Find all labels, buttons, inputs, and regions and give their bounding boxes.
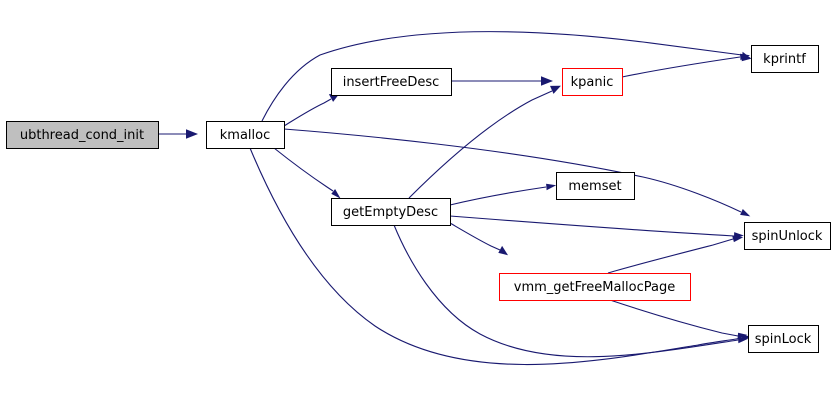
edge-getEmptyDesc-to-vmm_getFreeMallocPage: [449, 222, 508, 256]
node-box[interactable]: [556, 172, 635, 200]
edge-line: [609, 299, 739, 337]
node-box[interactable]: [748, 325, 819, 353]
edge-kmalloc-to-spinLock: [249, 147, 752, 366]
arrowhead-icon: [331, 189, 341, 199]
arrowhead-icon: [732, 235, 744, 243]
node-box[interactable]: [6, 121, 159, 149]
edge-line: [273, 147, 334, 192]
node-box[interactable]: [751, 45, 819, 73]
graph-node-vmm_getFreeMallocPage[interactable]: vmm_getFreeMallocPage: [499, 273, 691, 301]
node-label: getEmptyDesc: [343, 205, 438, 220]
arrowhead-icon: [541, 76, 553, 86]
edge-getEmptyDesc-to-kpanic: [408, 85, 561, 199]
node-box[interactable]: [331, 198, 451, 226]
edge-kpanic-to-kprintf: [621, 53, 751, 78]
edge-line: [449, 186, 547, 206]
edge-kmalloc-to-insertFreeDesc: [283, 93, 340, 127]
arrowhead-icon: [498, 245, 508, 256]
graph-node-insertFreeDesc[interactable]: insertFreeDesc: [331, 68, 452, 96]
edge-line: [449, 215, 735, 237]
edge-getEmptyDesc-to-memset: [449, 183, 557, 206]
node-box[interactable]: [206, 121, 285, 149]
node-label: kpanic: [571, 75, 614, 90]
node-label: ubthread_cond_init: [20, 128, 144, 143]
arrowhead-icon: [740, 209, 751, 217]
edge-line: [621, 56, 741, 78]
edge-insertFreeDesc-to-kpanic: [451, 76, 553, 86]
node-box[interactable]: [562, 68, 623, 96]
arrowhead-icon: [737, 336, 748, 344]
edges-layer: [158, 31, 752, 366]
graph-node-ubthread_cond_init[interactable]: ubthread_cond_init: [6, 121, 159, 149]
arrowhead-icon: [186, 129, 198, 139]
edge-getEmptyDesc-to-spinUnlock: [449, 215, 744, 240]
arrowhead-icon: [546, 183, 557, 191]
graph-node-spinLock[interactable]: spinLock: [748, 325, 819, 353]
node-box[interactable]: [499, 273, 691, 301]
edge-kmalloc-to-spinUnlock: [283, 128, 751, 217]
edge-line: [607, 238, 734, 274]
node-label: kprintf: [763, 52, 806, 67]
graph-node-spinUnlock[interactable]: spinUnlock: [744, 222, 831, 250]
node-box[interactable]: [331, 68, 452, 96]
arrowhead-icon: [740, 53, 751, 61]
arrowhead-icon: [737, 332, 748, 340]
graph-node-memset[interactable]: memset: [556, 172, 635, 200]
nodes-layer: ubthread_cond_init kmalloc insertFreeDesc k…: [6, 45, 831, 353]
node-label: vmm_getFreeMallocPage: [514, 280, 675, 295]
graph-node-kmalloc[interactable]: kmalloc: [206, 121, 285, 149]
edge-line: [408, 90, 553, 199]
arrowhead-icon: [550, 85, 561, 94]
graph-node-getEmptyDesc[interactable]: getEmptyDesc: [331, 198, 451, 226]
node-label: spinLock: [755, 332, 812, 347]
graph-node-kprintf[interactable]: kprintf: [751, 45, 819, 73]
edge-line: [249, 147, 743, 366]
node-label: kmalloc: [220, 128, 270, 143]
edge-ubthread_cond_init-to-kmalloc: [158, 129, 198, 139]
node-label: insertFreeDesc: [343, 75, 440, 90]
edge-line: [393, 224, 739, 358]
graph-node-kpanic[interactable]: kpanic: [562, 68, 623, 96]
edge-getEmptyDesc-to-spinLock: [393, 224, 748, 358]
edge-line: [283, 128, 742, 213]
edge-vmm_getFreeMallocPage-to-spinLock: [609, 299, 748, 340]
node-label: spinUnlock: [752, 229, 823, 244]
edge-line: [449, 222, 501, 251]
edge-line: [283, 98, 332, 127]
edge-vmm_getFreeMallocPage-to-spinUnlock: [607, 235, 744, 274]
edge-line: [261, 31, 743, 122]
node-label: memset: [568, 179, 621, 194]
node-box[interactable]: [744, 222, 831, 250]
edge-kmalloc-to-getEmptyDesc: [273, 147, 341, 199]
